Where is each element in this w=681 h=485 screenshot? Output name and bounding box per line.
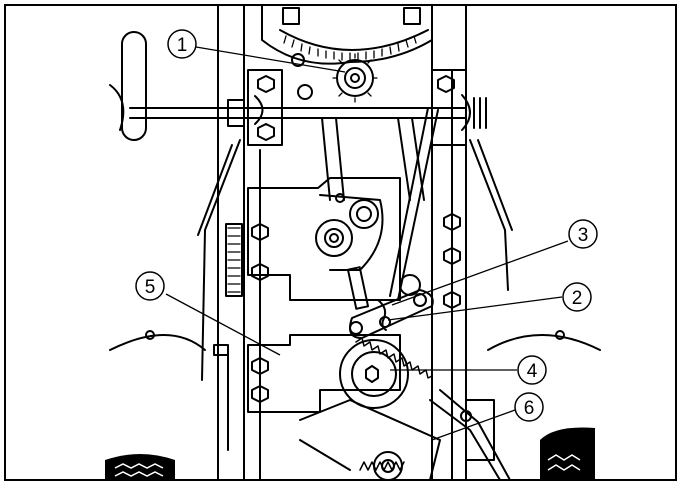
pinion-gear-inner: [344, 67, 366, 89]
rail-bolt-1: [443, 213, 461, 231]
lower-right-plate: [465, 399, 495, 461]
tires: [105, 427, 595, 480]
callout-leaders: [165, 46, 569, 441]
pinion-gear-hub: [350, 73, 360, 83]
callout-2-label: 2: [572, 288, 583, 309]
housing-bolt-b: [251, 263, 269, 281]
right-bracket-bolt: [437, 75, 455, 93]
right-side-rod: [469, 139, 513, 291]
callout-6-label: 6: [524, 398, 535, 419]
left-rack: [227, 227, 241, 293]
idler-bolt-2: [297, 84, 313, 100]
callout-4-label: 4: [527, 361, 538, 382]
latch-pivot-lower: [315, 219, 353, 257]
lower-spring: [359, 461, 405, 471]
tension-spring: [355, 337, 433, 379]
latch-pivot-upper-inner: [356, 206, 372, 222]
callout-4: 4: [517, 355, 547, 385]
pulley-nut: [365, 365, 379, 383]
housing-bolt-left: [282, 7, 300, 25]
latch-small-rivet: [335, 193, 345, 203]
shaft-end-cap: [461, 94, 471, 131]
idler-bolt: [291, 53, 305, 67]
left-wheel-hole: [145, 330, 155, 340]
callout-5: 5: [135, 271, 165, 301]
pulley-inner: [351, 351, 397, 397]
bracket-bolt-2: [257, 123, 275, 141]
left-side-rod: [197, 139, 241, 381]
mechanism-drawing: [109, 5, 601, 481]
lever-cable: [109, 84, 125, 131]
lower-belt: [429, 389, 511, 481]
bracket-bolt-1: [257, 75, 275, 93]
leader-5: [165, 293, 281, 356]
clip-spring: [377, 299, 387, 331]
latch-tab: [346, 266, 370, 310]
leader-2: [387, 296, 563, 321]
housing-bolt-a: [251, 223, 269, 241]
large-gear-arc: [279, 29, 429, 51]
lower-right-bolt: [460, 410, 472, 422]
lower-plate-bolt-1: [251, 357, 269, 375]
callouts: 1 2 3 4 5 6: [135, 29, 598, 422]
link-plate-rivet-right: [413, 293, 427, 307]
large-gear-teeth: [283, 35, 417, 61]
callout-1: 1: [167, 29, 197, 59]
leader-6: [431, 409, 516, 441]
leader-1: [195, 46, 346, 73]
callout-1-label: 1: [177, 35, 188, 56]
right-tire-tread: [547, 454, 581, 471]
callout-2: 2: [562, 282, 592, 312]
lever-handle: [121, 31, 147, 141]
callout-3-label: 3: [578, 225, 589, 246]
callout-5-label: 5: [145, 277, 156, 298]
right-wheel-arc: [487, 334, 601, 351]
lower-plate: [247, 334, 401, 413]
lower-idler-arm: [299, 399, 441, 481]
right-bracket: [431, 69, 467, 146]
left-rack-body: [225, 223, 243, 297]
latch-housing: [247, 177, 401, 301]
lower-plate-bolt-2: [251, 385, 269, 403]
left-wheel-arc: [109, 334, 206, 351]
leader-3: [391, 240, 569, 306]
left-bracket: [247, 69, 283, 146]
left-bracket-arc: [254, 95, 264, 125]
pinion-gear-teeth: [332, 53, 378, 103]
callout-6: 6: [514, 392, 544, 422]
right-wheel-hole: [555, 330, 565, 340]
rail-bolt-3: [443, 247, 461, 265]
left-tire-tread: [114, 463, 164, 477]
rail-bolt-2: [443, 291, 461, 309]
housing-bolt-right: [403, 7, 421, 25]
shaft-nut: [473, 97, 487, 129]
callout-3: 3: [568, 219, 598, 249]
gear-housing: [261, 5, 433, 65]
latch-pivot-lower-inner: [324, 228, 344, 248]
pulley-outer: [339, 339, 409, 409]
latch-pivot-lower-hub: [329, 233, 339, 243]
control-rod: [389, 107, 439, 301]
latch-pivot-upper: [349, 199, 379, 229]
shaft-collar-left: [227, 99, 245, 127]
right-tire: [540, 427, 595, 480]
left-frame-rail: [217, 5, 261, 481]
lower-left-pin: [213, 344, 229, 356]
drive-belt-left: [321, 117, 345, 201]
main-shaft: [129, 107, 467, 119]
